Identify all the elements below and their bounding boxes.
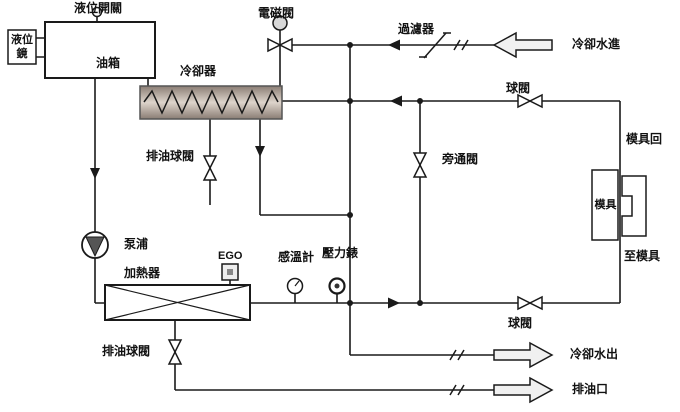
cooler-coil [143,89,279,115]
filter-icon [419,32,469,59]
pipe-gauge-stems [294,294,338,303]
ego-sensor [221,263,239,281]
flow-arrow-left-top [388,39,400,51]
pipe-sight-glass-connectors [36,37,45,58]
oil-tank [44,21,156,79]
label-drain-valve-heater: 排油球閥 [102,344,151,358]
mold-body [591,169,647,241]
cooling-water-in-arrow [492,31,553,59]
label-drain-valve-cooler: 排油球閥 [146,149,195,163]
label-ball-valve-bottom: 球閥 [508,316,533,330]
label-ball-valve-top: 球閥 [506,81,531,95]
pump-symbol [81,231,109,259]
pressure-gauge-icon [328,277,346,295]
label-mold-return: 模具回 [626,132,663,146]
bypass-valve-icon [412,152,428,178]
flow-arrow-down-cooler [255,146,265,157]
flow-arrow-down-tank [90,168,100,179]
label-temp-gauge: 感溫計 [278,250,315,264]
ball-valve-bottom-icon [517,295,543,311]
line-break-marks [449,349,465,396]
level-switch-icon [91,6,103,18]
drain-valve-cooler-icon [202,155,218,181]
pipe-pump-to-heater [94,258,105,304]
ball-valve-top-icon [517,93,543,109]
solenoid-valve-icon [267,15,293,53]
label-bypass-valve: 旁通閥 [442,152,479,166]
label-mold: 模具 [594,199,617,211]
cooler-body [139,85,283,120]
temperature-gauge-icon [286,277,304,295]
label-cooler: 冷卻器 [180,64,217,78]
junction-dots [347,42,423,306]
drain-valve-heater-icon [167,339,183,365]
pipe-cooler-outlet [259,119,350,216]
label-cooling-water-out: 冷卻水出 [570,347,619,361]
cooling-water-out-arrow [493,341,554,369]
drain-port-arrow [493,376,554,404]
label-to-mold: 至模具 [624,249,661,263]
label-oil-tank: 油箱 [96,56,121,70]
hollow-arrows [492,31,554,404]
heater-body [104,284,251,321]
label-drain-port: 排油口 [572,382,609,396]
label-pump: 泵浦 [124,237,149,251]
sight-glass [7,29,37,65]
label-pressure-gauge: 壓力錶 [322,246,359,260]
flow-arrow-right-supply [388,297,400,309]
flow-arrows [90,39,402,309]
label-ego: EGO [218,250,243,262]
label-cooling-water-in: 冷卻水進 [572,37,621,51]
label-sight-glass: 液位鏡 [11,34,33,60]
label-heater: 加熱器 [124,266,161,280]
label-filter: 過濾器 [398,22,435,36]
flow-arrow-left-return [390,95,402,107]
label-solenoid-valve: 電磁閥 [258,6,295,20]
label-level-switch: 液位開關 [74,1,123,15]
